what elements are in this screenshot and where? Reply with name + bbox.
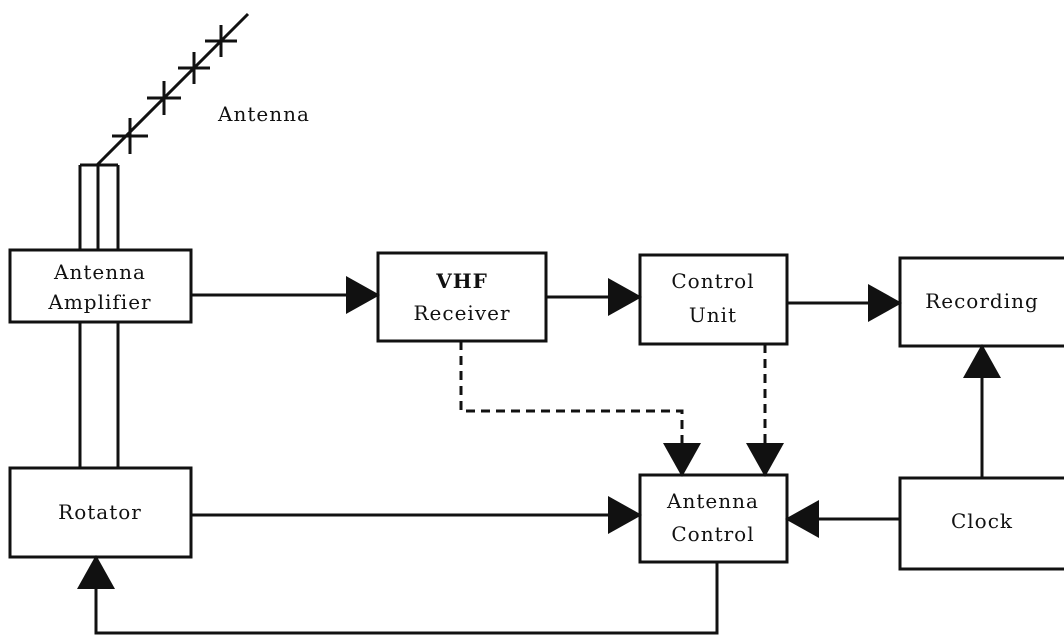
antenna-amplifier-label-line1: Antenna [53, 260, 146, 284]
mast [78, 163, 120, 468]
control-unit-label-line2: Unit [689, 303, 737, 327]
vhf-receiver-box [376, 251, 548, 343]
dashed-arrow-receiver-to-antenna-control [459, 341, 701, 477]
antenna-control-label-line2: Control [671, 522, 754, 546]
antenna-control-box [638, 473, 789, 564]
rotator-box [8, 466, 193, 559]
antenna-label: Antenna [217, 102, 310, 126]
antenna-amplifier-box [8, 248, 193, 324]
control-unit-label-line1: Control [671, 269, 754, 293]
clock-label: Clock [951, 509, 1013, 533]
recording-box [898, 256, 1064, 348]
clock-box [898, 476, 1064, 571]
recording-label: Recording [925, 289, 1039, 313]
antenna-amplifier-label-line2: Amplifier [47, 290, 151, 314]
vhf-receiver-label-line1: VHF [435, 269, 488, 293]
arrow-antenna-control-to-rotator [77, 555, 719, 635]
antenna-control-label-line1: Antenna [666, 489, 759, 513]
antenna-icon [95, 12, 250, 167]
vhf-receiver-label-line2: Receiver [413, 301, 510, 325]
rotator-label: Rotator [58, 500, 142, 524]
